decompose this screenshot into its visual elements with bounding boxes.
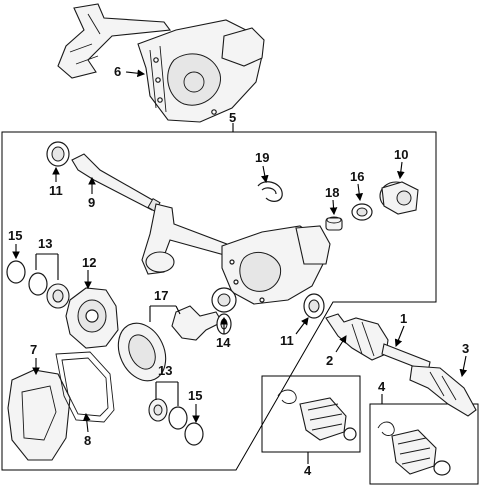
leader-10 (396, 161, 405, 180)
callout-5: 5 (229, 110, 237, 125)
leader-8 (82, 412, 91, 433)
leader-19 (260, 165, 269, 184)
callout-15-upper: 15 (8, 228, 23, 243)
boot-kit-right (377, 421, 451, 476)
kit-box-left (261, 375, 361, 453)
leader-13-lower (155, 381, 179, 406)
callout-11-lower: 11 (280, 333, 294, 348)
bearing-18 (325, 216, 343, 231)
leader-1 (394, 325, 405, 348)
callout-4-left: 4 (304, 463, 312, 478)
bearing-pair-upper (28, 272, 70, 309)
ring-15-lower (184, 422, 204, 446)
callout-3: 3 (462, 341, 470, 356)
axle-housing-assembly-top (57, 3, 265, 123)
callout-16: 16 (350, 169, 365, 184)
seal-lower (211, 287, 325, 319)
callout-18: 18 (325, 185, 340, 200)
differential-cover (7, 369, 71, 461)
leader-6 (125, 69, 146, 78)
callout-19: 19 (255, 150, 270, 165)
outer-cv-joint (409, 365, 477, 417)
axle-carrier-assembly (141, 203, 331, 305)
callout-7: 7 (30, 342, 38, 357)
leader-16 (355, 183, 364, 202)
callout-13-lower: 13 (158, 363, 173, 378)
half-shaft-assembly (325, 313, 431, 373)
callout-10: 10 (394, 147, 409, 162)
callout-4-right: 4 (378, 379, 386, 394)
callout-13-upper: 13 (38, 236, 53, 251)
callout-14: 14 (216, 335, 231, 350)
callout-15-lower: 15 (188, 388, 203, 403)
leader-13-upper (35, 253, 59, 280)
bearing-pair-lower (148, 398, 188, 430)
ring-and-pinion-gear (117, 305, 223, 382)
boot-kit-left (277, 389, 357, 441)
leader-3 (459, 355, 468, 378)
callout-6: 6 (114, 64, 122, 79)
kit-box-right (369, 403, 479, 485)
differential-case (65, 287, 119, 349)
callout-9: 9 (88, 195, 96, 210)
ring-15-upper (6, 260, 26, 284)
callout-2: 2 (326, 353, 334, 368)
washer-16 (351, 203, 373, 221)
leader-11-lower (295, 317, 309, 335)
axle-shaft (71, 153, 161, 213)
companion-flange (379, 181, 419, 215)
seal-upper (46, 141, 70, 167)
snap-ring (257, 181, 283, 202)
callout-17: 17 (154, 288, 169, 303)
leader-17 (149, 305, 181, 322)
assembly-group-frame (1, 131, 437, 471)
callout-12: 12 (82, 255, 97, 270)
leader-2 (335, 335, 347, 353)
callout-8: 8 (84, 433, 92, 448)
leader-18 (329, 199, 338, 216)
cover-gasket (55, 351, 115, 423)
callout-11-upper: 11 (49, 183, 63, 198)
callout-1: 1 (400, 311, 408, 326)
